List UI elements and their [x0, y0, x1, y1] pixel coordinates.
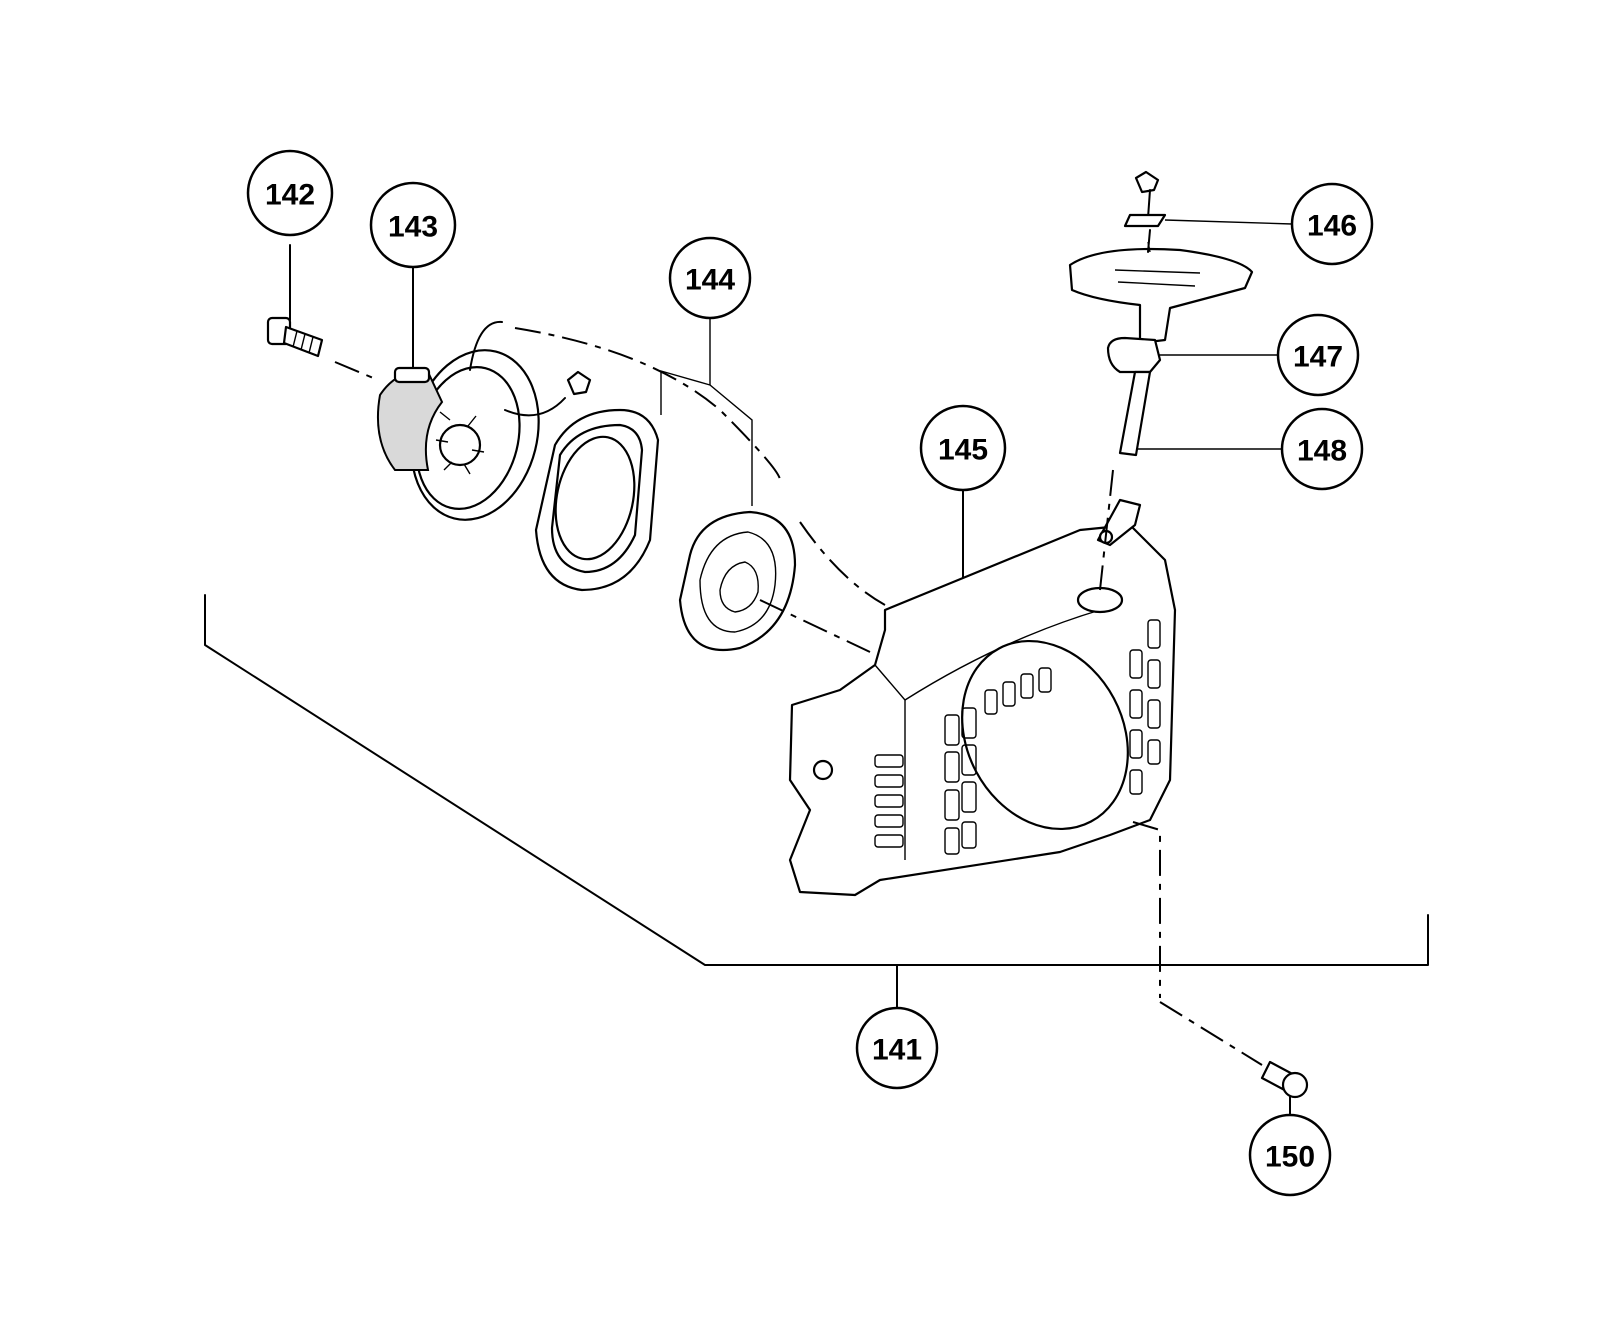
- screw-part-142: [266, 244, 379, 381]
- assembly-bracket: [204, 594, 1429, 1009]
- starter-housing-part-145: [788, 489, 1177, 897]
- callout-label: 145: [938, 434, 988, 467]
- pulley-part-143: [376, 267, 592, 521]
- screw-part-150: [1132, 821, 1309, 1116]
- callout-label: 141: [872, 1034, 922, 1067]
- callout-150: 150: [1248, 1113, 1332, 1197]
- callout-label: 147: [1293, 341, 1343, 374]
- spring-case-part-144: [534, 317, 871, 653]
- callout-141: 141: [855, 1006, 939, 1090]
- callout-label: 150: [1265, 1141, 1315, 1174]
- callout-143: 143: [369, 181, 457, 269]
- callout-label: 143: [388, 211, 438, 244]
- callout-142: 142: [246, 149, 334, 237]
- callout-145: 145: [919, 404, 1007, 492]
- callout-147: 147: [1276, 313, 1360, 397]
- callout-148: 148: [1280, 407, 1364, 491]
- rope-handle-assembly: [1068, 170, 1293, 457]
- callout-label: 144: [685, 264, 735, 297]
- callout-144: 144: [668, 236, 752, 320]
- callout-label: 146: [1307, 210, 1357, 243]
- callout-label: 148: [1297, 435, 1347, 468]
- callout-146: 146: [1290, 182, 1374, 266]
- callout-label: 142: [265, 179, 315, 212]
